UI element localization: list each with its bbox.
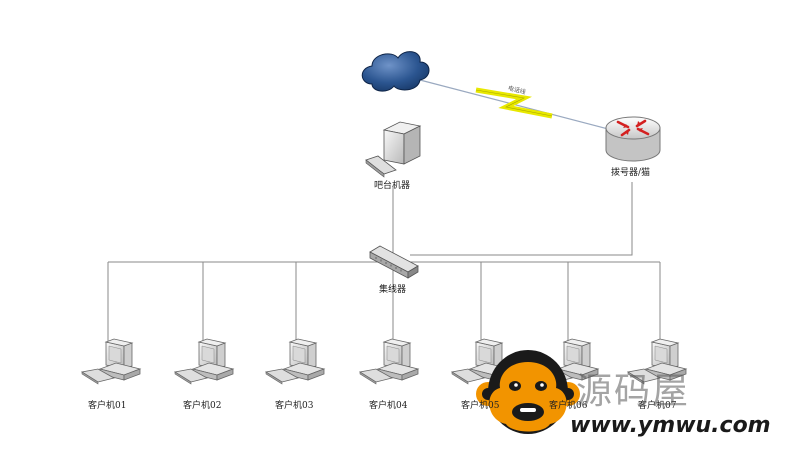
router-label: 拨号器/猫 (611, 168, 651, 178)
client-label: 客户机03 (275, 401, 314, 411)
client-computer-icon (174, 338, 234, 385)
server-label: 吧台机器 (374, 181, 411, 191)
watermark-url: www.ymwu.com (570, 413, 771, 438)
client-computer-icon (81, 338, 141, 385)
watermark-brand: 源码屋 (576, 371, 691, 412)
client-label: 客户机06 (549, 401, 588, 411)
client-computer-icon (265, 338, 325, 385)
client-label: 客户机02 (183, 401, 222, 411)
client-label: 客户机07 (638, 401, 677, 411)
client-label: 客户机05 (461, 401, 500, 411)
hub-icon (369, 245, 419, 279)
client-label: 客户机04 (369, 401, 408, 411)
router-icon (605, 116, 661, 162)
client-label: 客户机01 (88, 401, 127, 411)
hub-label: 集线器 (379, 285, 407, 295)
monkey-logo-icon (476, 350, 580, 434)
client-computer-icon (359, 338, 419, 385)
phone-link (419, 79, 613, 131)
server-computer-icon (365, 121, 422, 178)
internet-cloud-icon (361, 51, 430, 92)
